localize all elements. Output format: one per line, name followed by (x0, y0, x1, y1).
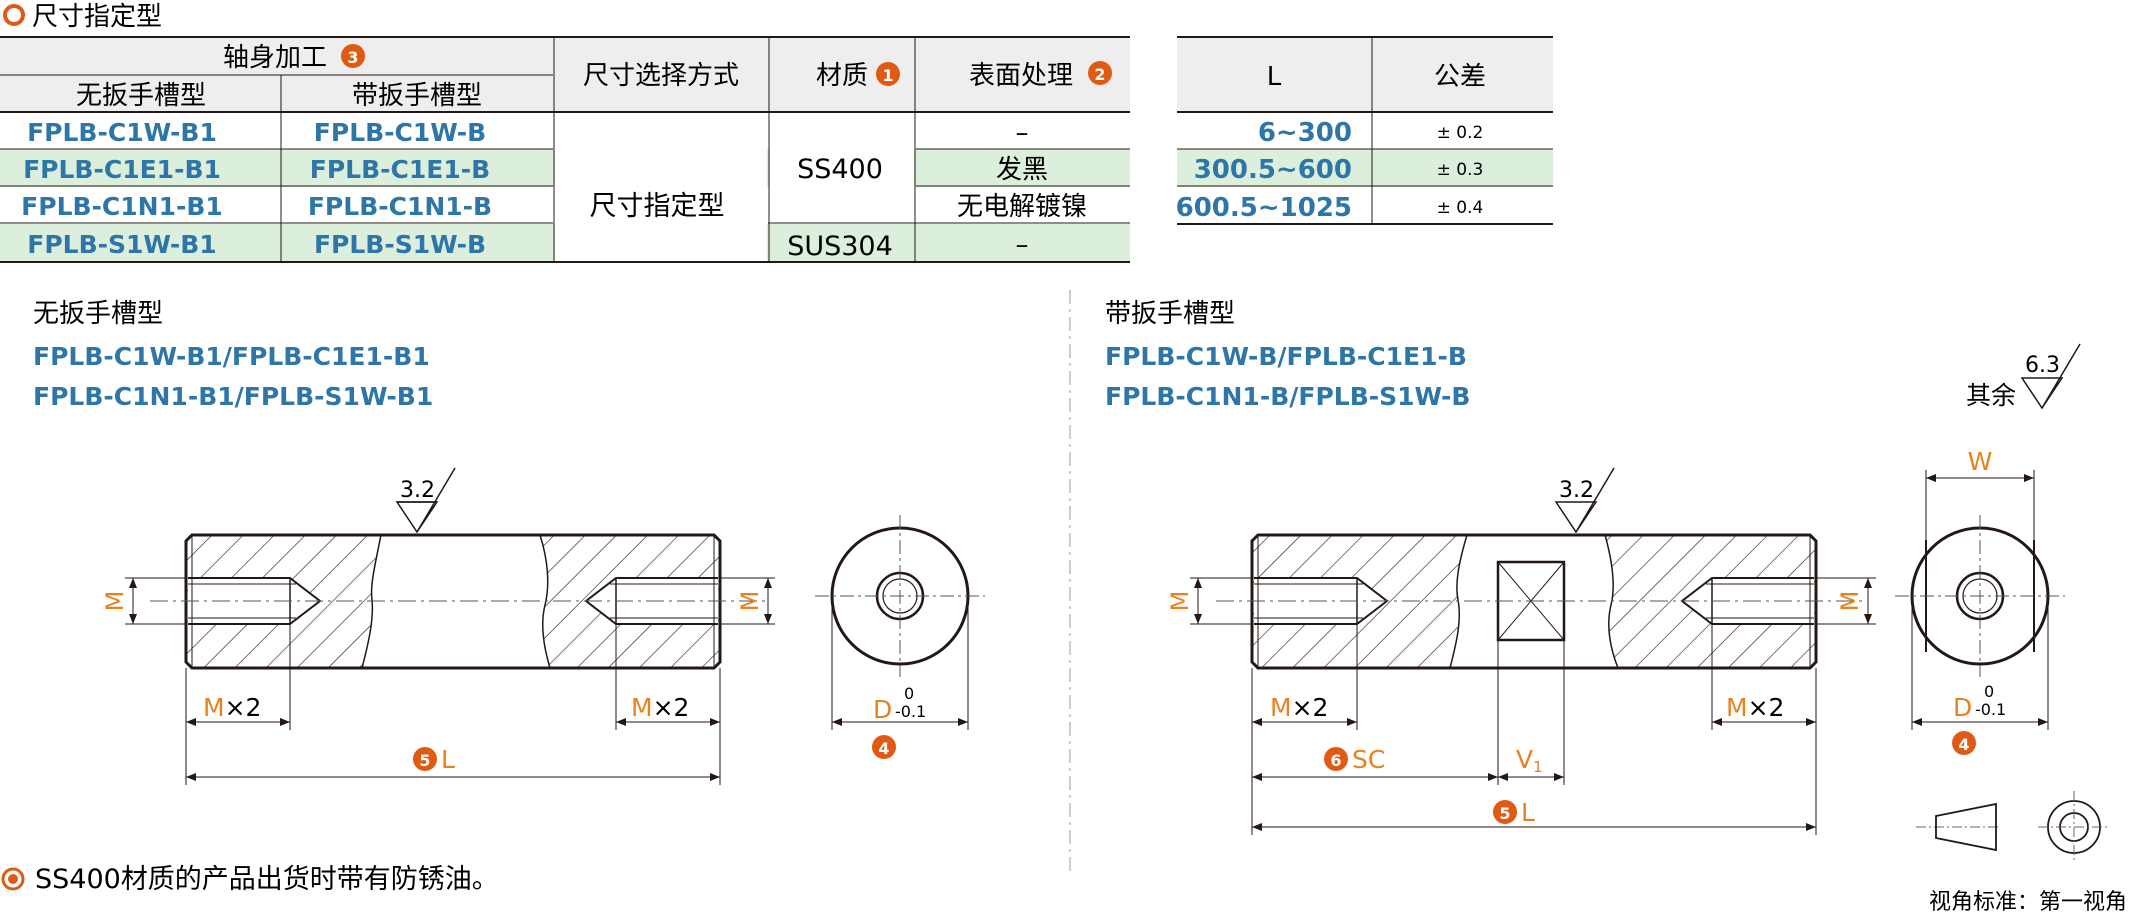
right-l-label: L (1521, 798, 1535, 827)
tolerance-value: ± 0.3 (1437, 160, 1484, 180)
footer-note: SS400材质的产品出货时带有防锈油。 (35, 864, 499, 895)
right-l-badge (1493, 800, 1517, 824)
left-l-badge (413, 747, 437, 771)
group-badge (341, 44, 365, 68)
right-sc-badge (1324, 747, 1348, 771)
right-m-label-right: M (1836, 591, 1864, 612)
left-d-lower: -0.1 (895, 702, 926, 721)
table-row-slot: FPLB-C1W-B (314, 118, 486, 147)
group-badge-text: 3 (347, 48, 358, 67)
surface-value: 无电解镀镍 (957, 192, 1087, 222)
right-codes-line1: FPLB-C1W-B/FPLB-C1E1-B (1105, 342, 1467, 371)
right-front-view: 3.2 (1166, 467, 1876, 835)
left-front-view: 3.2 M M M×2 M×2 5 (101, 467, 775, 785)
left-m-label: M (101, 591, 129, 612)
left-l-badge-text: 5 (419, 751, 430, 770)
col-no-slot: 无扳手槽型 (76, 81, 206, 111)
tolerance-l-value: 300.5~600 (1194, 155, 1352, 185)
right-sc-label: SC (1352, 745, 1385, 774)
page-title: 尺寸指定型 (32, 2, 162, 32)
surface-badge-text: 2 (1094, 65, 1105, 84)
tolerance-l-value: 6~300 (1258, 118, 1352, 148)
tolerance-table: L 公差 6~300 300.5~600 600.5~1025 ± 0.2 ± … (1176, 36, 1553, 225)
material-ss400: SS400 (797, 154, 883, 185)
surface-value: – (1016, 118, 1029, 148)
right-d-lower: -0.1 (1975, 700, 2006, 719)
tolerance-l-value: 600.5~1025 (1176, 193, 1352, 223)
table-row-slot: FPLB-S1W-B (314, 230, 486, 259)
left-l-label: L (441, 745, 455, 774)
right-w-label: W (1968, 447, 1993, 476)
left-codes-line2: FPLB-C1N1-B1/FPLB-S1W-B1 (33, 382, 433, 411)
col-tolerance: 公差 (1434, 62, 1486, 92)
surface-value: 发黑 (996, 155, 1048, 185)
left-type-title: 无扳手槽型 (33, 299, 163, 329)
right-d-badge-text: 4 (1958, 735, 1969, 754)
first-angle-projection-icon (1916, 791, 2110, 863)
col-method: 尺寸选择方式 (583, 61, 739, 91)
col-surface: 表面处理 (969, 61, 1073, 91)
col-slot: 带扳手槽型 (352, 81, 482, 111)
material-badge (876, 62, 900, 86)
tolerance-value: ± 0.4 (1437, 198, 1484, 218)
left-d-badge (872, 735, 896, 759)
right-codes-line2: FPLB-C1N1-B/FPLB-S1W-B (1105, 382, 1470, 411)
right-roughness: 3.2 (1559, 478, 1594, 503)
left-d-upper: 0 (904, 684, 914, 703)
col-material: 材质 (816, 61, 868, 91)
table-row-no-slot: FPLB-S1W-B1 (27, 230, 216, 259)
left-roughness: 3.2 (400, 478, 435, 503)
group-header: 轴身加工 (223, 43, 327, 73)
right-mx2-label-right: M×2 (1726, 693, 1784, 722)
view-standard: 视角标准：第一视角 (1929, 890, 2127, 915)
right-v-label: V1 (1516, 745, 1543, 776)
left-m-label-right: M (736, 591, 764, 612)
left-mx2-label: M×2 (203, 693, 261, 722)
other-roughness: 6.3 (2025, 353, 2060, 378)
right-type-title: 带扳手槽型 (1105, 299, 1235, 329)
left-mx2-label-right: M×2 (631, 693, 689, 722)
material-sus304: SUS304 (787, 231, 893, 262)
title-bullet-icon (3, 4, 25, 26)
other-label: 其余 (1966, 381, 2016, 410)
right-d-label: D (1953, 693, 1972, 722)
note-bullet-icon (1, 867, 25, 891)
roughness-symbol-icon (2020, 343, 2081, 410)
left-d-label: D (873, 695, 892, 724)
left-end-view: D 0 -0.1 4 (815, 515, 985, 759)
material-badge-text: 1 (882, 66, 893, 85)
surface-value: – (1016, 230, 1029, 260)
table-row-slot: FPLB-C1E1-B (310, 155, 490, 184)
table-row-no-slot: FPLB-C1N1-B1 (21, 192, 223, 221)
col-l: L (1267, 62, 1282, 92)
table-row-no-slot: FPLB-C1E1-B1 (23, 155, 221, 184)
tolerance-value: ± 0.2 (1437, 123, 1484, 143)
right-m-label: M (1166, 591, 1194, 612)
note-bullet-dot-icon (8, 874, 18, 884)
table-row-no-slot: FPLB-C1W-B1 (27, 118, 217, 147)
spec-table: 轴身加工 3 无扳手槽型 带扳手槽型 尺寸选择方式 材质 1 表面处理 2 FP… (0, 36, 1130, 263)
left-codes-line1: FPLB-C1W-B1/FPLB-C1E1-B1 (33, 342, 430, 371)
left-d-badge-text: 4 (878, 739, 889, 758)
right-sc-badge-text: 6 (1330, 751, 1341, 770)
right-d-badge (1952, 731, 1976, 755)
right-d-upper: 0 (1984, 682, 1994, 701)
surface-badge (1088, 61, 1112, 85)
method-value: 尺寸指定型 (590, 191, 725, 222)
right-mx2-label: M×2 (1270, 693, 1328, 722)
right-end-view: W D 0 -0.1 4 (1895, 447, 2065, 755)
table-row-slot: FPLB-C1N1-B (308, 192, 492, 221)
right-l-badge-text: 5 (1499, 804, 1510, 823)
